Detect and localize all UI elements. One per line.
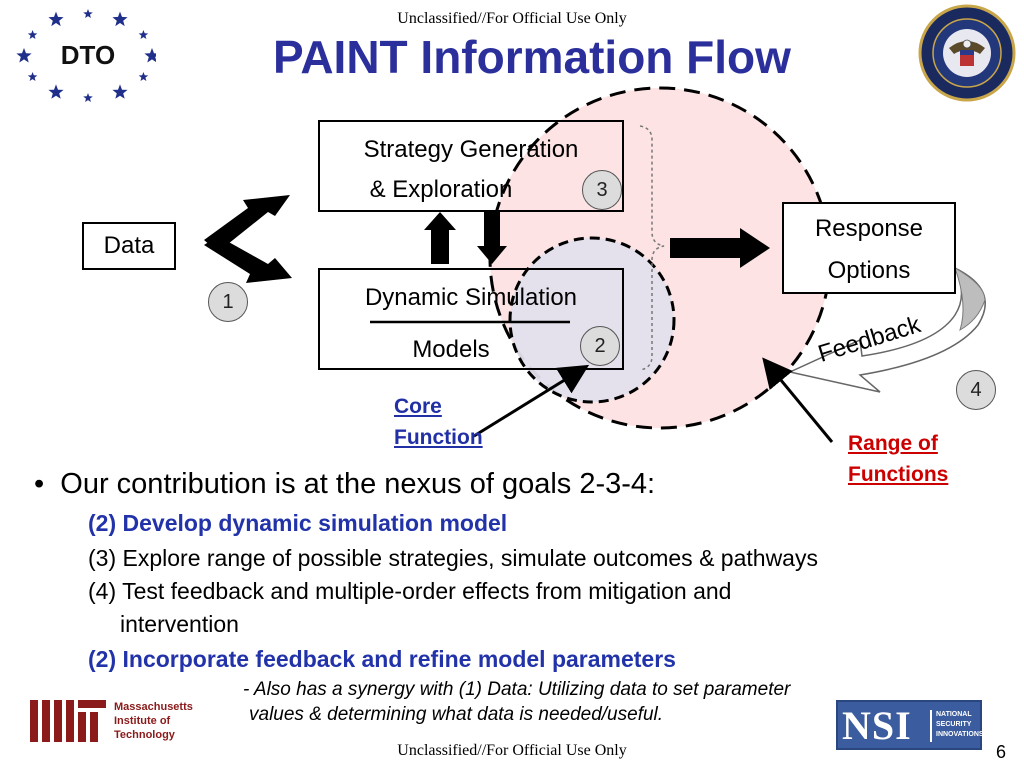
range-line-1: Range of	[848, 432, 938, 455]
core-function-line-2: Function	[394, 426, 483, 449]
logo-star-icon	[112, 84, 128, 99]
data-box: Data	[82, 222, 176, 270]
logo-star-icon	[16, 48, 32, 63]
strategy-line-2: & Exploration	[369, 176, 513, 203]
mit-line-1: Massachusetts	[114, 701, 193, 713]
grouping-bracket	[639, 125, 665, 371]
mit-logo-icon	[30, 700, 106, 742]
mit-logo: Massachusetts Institute of Technology	[30, 698, 210, 744]
classification-header: Unclassified//For Official Use Only	[397, 10, 627, 27]
simulation-line-1: Dynamic Simulation	[364, 284, 578, 311]
mit-text: Massachusetts Institute of Technology	[114, 700, 193, 742]
response-line-2: Options	[827, 257, 911, 284]
bullet-dot: •	[34, 468, 61, 500]
main-bullet-text: Our contribution is at the nexus of goal…	[60, 468, 656, 500]
core-circle	[508, 236, 676, 404]
diagram-canvas	[204, 86, 986, 443]
logo-star-icon	[27, 72, 38, 81]
note-line-1: - Also has a synergy with (1) Data: Util…	[243, 679, 791, 700]
nsi-subtext: NATIONAL SECURITY INNOVATIONS	[936, 710, 984, 740]
mit-line-2: Institute of	[114, 715, 171, 727]
page-number: 6	[996, 742, 1007, 762]
up-arrow	[424, 212, 456, 264]
simulation-box: Dynamic Simulation Models	[318, 268, 624, 370]
range-line-2: Functions	[848, 463, 949, 486]
nsi-line-2: SECURITY	[936, 721, 972, 728]
logo-star-icon	[138, 72, 149, 81]
down-arrow	[477, 212, 507, 264]
logo-star-icon	[83, 93, 93, 102]
nsi-logo-text: NSI	[842, 703, 912, 748]
feedback-arrow	[787, 266, 986, 393]
logo-star-icon	[144, 48, 160, 63]
bullet-item-3: (4) Test feedback and multiple-order eff…	[88, 578, 732, 604]
badge-2: 2	[580, 326, 620, 366]
classification-footer: Unclassified//For Official Use Only	[397, 742, 627, 759]
response-box: Response Options	[782, 202, 956, 294]
bullet-item-4: (2) Incorporate feedback and refine mode…	[88, 646, 676, 672]
response-line-1: Response	[814, 215, 924, 242]
core-function-pointer	[473, 364, 590, 438]
logo-star-icon	[48, 84, 64, 99]
logo-star-icon	[27, 30, 38, 39]
bullet-item-2: (3) Explore range of possible strategies…	[88, 545, 818, 571]
core-function-line-1: Core	[394, 395, 442, 418]
core-function-label: Core Function	[394, 391, 483, 453]
page-title: PAINT Information Flow	[273, 31, 791, 83]
badge-3: 3	[582, 170, 622, 210]
range-functions-pointer	[762, 357, 834, 443]
logo-star-icon	[138, 30, 149, 39]
mit-line-3: Technology	[114, 729, 175, 741]
note-line-2: values & determining what data is needed…	[249, 704, 664, 725]
to-response-arrow	[670, 228, 770, 268]
main-bullet: • Our contribution is at the nexus of go…	[34, 468, 655, 501]
dto-logo-text: DTO	[61, 40, 115, 70]
strategy-box: Strategy Generation & Exploration	[318, 120, 624, 212]
bullet-item-1: (2) Develop dynamic simulation model	[88, 510, 508, 536]
bullet-item-3-cont: intervention	[120, 611, 239, 637]
badge-1: 1	[208, 282, 248, 322]
nsi-line-1: NATIONAL	[936, 711, 972, 718]
logo-star-icon	[48, 11, 64, 27]
simulation-line-2: Models	[412, 336, 490, 363]
data-box-label: Data	[103, 232, 155, 259]
nsi-divider	[930, 710, 932, 742]
strategy-line-1: Strategy Generation	[363, 136, 579, 163]
odni-seal-icon	[918, 4, 1016, 102]
logo-star-icon	[83, 9, 93, 18]
data-to-simulation-arrow	[204, 236, 292, 283]
range-of-functions-label: Range of Functions	[848, 428, 948, 490]
nsi-line-3: INNOVATIONS	[936, 731, 984, 738]
odni-seal	[918, 4, 1016, 102]
nsi-logo: NSI NATIONAL SECURITY INNOVATIONS	[836, 700, 984, 750]
badge-4: 4	[956, 370, 996, 410]
dto-logo: DTO	[8, 4, 160, 104]
dto-star-logo: DTO	[16, 9, 160, 102]
data-to-strategy-arrow	[204, 195, 290, 252]
logo-star-icon	[112, 11, 128, 27]
